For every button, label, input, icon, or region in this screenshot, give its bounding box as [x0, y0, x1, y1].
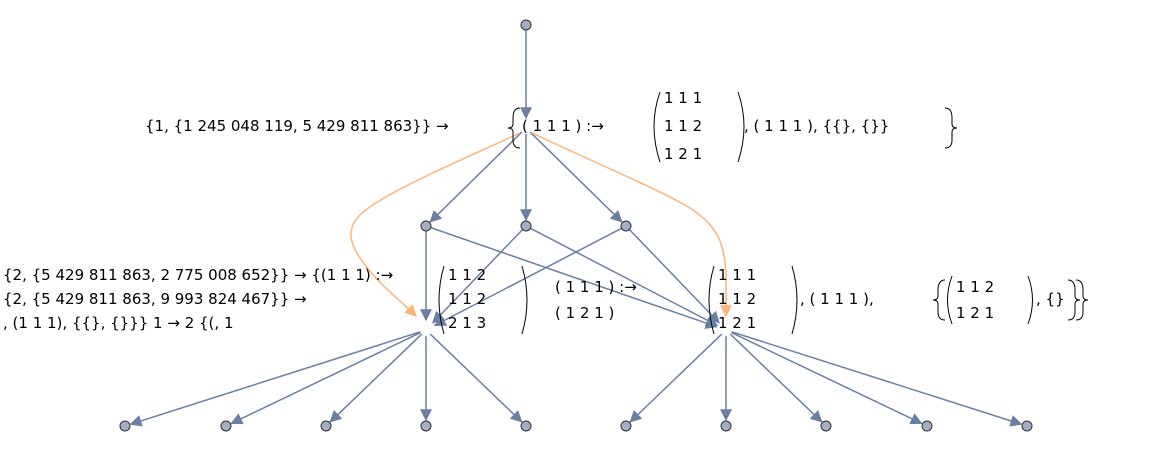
- edge: [433, 227, 622, 327]
- edge: [731, 331, 923, 425]
- brace: [932, 279, 946, 321]
- label-top: {1, {1 245 048 119, 5 429 811 863}} → ( …: [145, 89, 958, 163]
- row-vector: ( 1 2 1 ): [555, 304, 614, 322]
- graph-node[interactable]: [620, 420, 632, 432]
- highlight-edges: [350, 132, 732, 318]
- brace: [944, 107, 958, 149]
- edge: [429, 131, 523, 223]
- edge: [530, 227, 719, 327]
- label-text: {1, {1 245 048 119, 5 429 811 863}} →: [145, 117, 449, 135]
- edges: [129, 30, 1023, 427]
- matrix-row: 1 1 2: [448, 266, 486, 284]
- highlight-edge: [350, 132, 521, 317]
- matrix-row: 1 1 2: [448, 290, 486, 308]
- matrix-parens: [438, 265, 528, 335]
- graph-node[interactable]: [420, 220, 432, 232]
- matrix-parens: [653, 91, 745, 163]
- graph-node[interactable]: [520, 420, 532, 432]
- matrix-row: 1 1 2: [718, 290, 756, 308]
- matrix-row: 1 2 1: [718, 314, 756, 332]
- graph-node[interactable]: [420, 420, 432, 432]
- edge: [529, 131, 623, 223]
- edge: [430, 226, 718, 329]
- label-text: , {}: [1036, 290, 1065, 308]
- matrix-row: 1 1 1: [664, 89, 702, 107]
- graph-node[interactable]: [921, 420, 933, 432]
- graph-node[interactable]: [720, 420, 732, 432]
- label-text: , ( 1 1 1 ), {{}, {}}: [744, 117, 889, 135]
- row-vector: ( 1 1 1 ) :→: [555, 278, 637, 296]
- graph-node[interactable]: [820, 420, 832, 432]
- matrix-row: 1 1 2: [956, 278, 994, 296]
- brace: [1067, 279, 1089, 321]
- edge: [629, 333, 723, 423]
- graph-node[interactable]: [520, 19, 532, 31]
- label-text: {2, {5 429 811 863, 2 775 008 652}} → {(…: [3, 266, 393, 284]
- edge: [432, 229, 524, 324]
- matrix-row: 1 1 2: [664, 117, 702, 135]
- edge: [729, 333, 823, 423]
- label-text: {2, {5 429 811 863, 9 993 824 467}} →: [3, 290, 307, 308]
- edge: [731, 331, 1023, 427]
- edge: [129, 331, 421, 427]
- label-right: ( 1 1 1 ) :→ ( 1 2 1 ) 1 1 1 1 1 2 1 2 1…: [555, 265, 1089, 335]
- edge: [230, 331, 421, 425]
- row-vector: ( 1 1 1 ) :→: [522, 117, 604, 135]
- edge: [329, 333, 423, 423]
- label-text: , (1 1 1), {{}, {}}} 1 → 2 {(, 1: [3, 314, 234, 332]
- highlight-edge: [531, 132, 732, 318]
- matrix-row: 1 2 1: [664, 145, 702, 163]
- graph-node[interactable]: [520, 220, 532, 232]
- matrix-row: 1 2 1: [956, 304, 994, 322]
- graph-node[interactable]: [620, 220, 632, 232]
- edge: [628, 229, 720, 324]
- graph-node[interactable]: [220, 420, 232, 432]
- matrix-parens: [708, 265, 798, 335]
- graph-node[interactable]: [119, 420, 131, 432]
- matrix-row: 2 1 3: [448, 314, 486, 332]
- label-left: {2, {5 429 811 863, 2 775 008 652}} → {(…: [3, 265, 528, 335]
- edge: [429, 333, 523, 423]
- brace: [507, 107, 521, 149]
- label-text: , ( 1 1 1 ),: [800, 290, 874, 308]
- matrix-parens: [947, 275, 1033, 325]
- graph-node[interactable]: [1021, 420, 1033, 432]
- graph-node[interactable]: [320, 420, 332, 432]
- nodes: [119, 19, 1033, 432]
- matrix-row: 1 1 1: [718, 266, 756, 284]
